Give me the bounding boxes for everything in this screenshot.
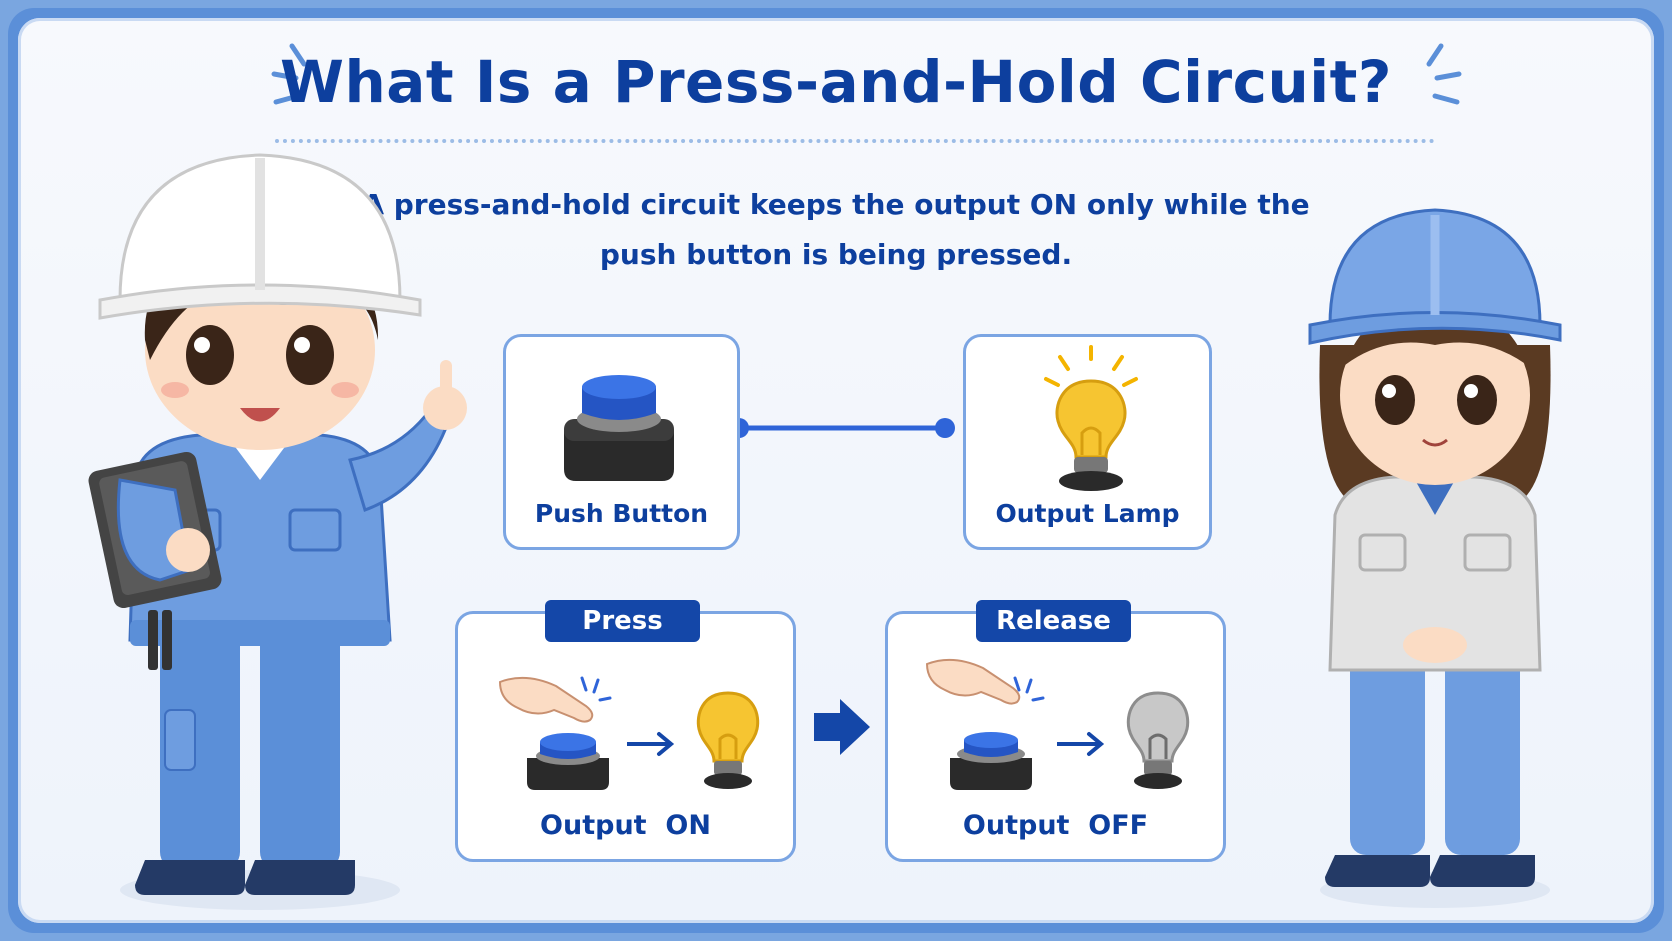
pressed-button-icon [527,733,609,790]
push-button-label: Push Button [534,499,709,528]
release-tag: Release [976,600,1131,642]
sparkle-right-icon [1426,43,1462,105]
press-result-label: Output ON [540,810,711,841]
lamp-off-icon [1126,691,1190,789]
wire-connector [729,418,955,438]
title-divider [275,139,1435,143]
worker-right-illustration [1308,208,1562,908]
output-lamp-label: Output Lamp [995,499,1180,528]
released-button-icon [950,732,1032,790]
transition-arrow-icon [814,699,870,755]
press-tag: Press [545,600,700,642]
press-state-card: Output ON [455,611,796,862]
description-text: A press-and-hold circuit keeps the outpu… [362,188,1310,271]
lamp-on-icon [696,691,760,789]
arrow-right-icon [1057,732,1105,756]
press-sparkle-icon [580,676,612,702]
page-title: What Is a Press-and-Hold Circuit? [280,48,1392,116]
lamp-on-icon [1044,345,1138,491]
release-sparkle-icon [1013,676,1045,702]
sparkle-left-icon [271,43,307,105]
arrow-right-icon [627,732,675,756]
push-button-card: Push Button [503,334,740,550]
release-result-label: Output OFF [962,810,1149,841]
release-state-card: Output OFF [885,611,1226,862]
finger-press-icon [498,676,594,723]
finger-release-icon [925,658,1021,705]
worker-left-illustration [88,153,467,910]
push-button-icon [564,375,674,481]
output-lamp-card: Output Lamp [963,334,1212,550]
